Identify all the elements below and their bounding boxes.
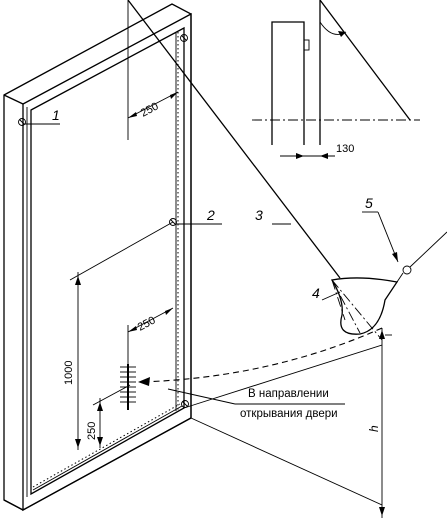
dimension-top-label: 250 [139,100,161,119]
release-hook [402,265,412,275]
dimension-middle-label: 250 [136,314,158,333]
dimension-1000-label: 1000 [63,361,75,385]
callout-5-label: 5 [365,195,373,211]
dimension-top-250: 250 [127,0,179,140]
door-frame-front [22,12,192,512]
fastening-points [18,34,189,408]
callout-2: 2 [176,207,222,225]
swing-trajectory [138,327,383,386]
note-line-1: В направлении [248,388,329,400]
note-line-2: открывания двери [240,408,338,420]
callout-1: 1 [25,107,60,125]
dimension-height-h: h [367,328,392,518]
fastening-point-1 [18,118,26,126]
release-mechanism: 5 [362,195,447,283]
pendulum-cord: 3 [127,0,341,279]
door-leaf [30,26,185,496]
impact-zone [120,364,136,410]
detail-inset: 130 [252,0,420,159]
floor-lines [183,344,383,506]
fastening-point-top [180,34,188,42]
dimension-vertical: 1000 250 250 [63,221,174,450]
fastening-point-2 [169,218,177,226]
detail-gap-label: 130 [336,143,354,155]
opening-direction-note: В направлении открывания двери [167,388,345,420]
dimension-250-lower-label: 250 [86,422,98,440]
dimension-h-label: h [367,425,381,432]
callout-2-label: 2 [206,207,215,223]
impactor: 4 [312,277,399,341]
callout-1-label: 1 [52,107,60,123]
swing-trajectory-arc [139,327,383,383]
callout-4-label: 4 [312,285,320,301]
callout-3-label: 3 [255,207,263,223]
pendulum-cord-line [127,0,341,279]
impactor-bag [330,277,399,335]
